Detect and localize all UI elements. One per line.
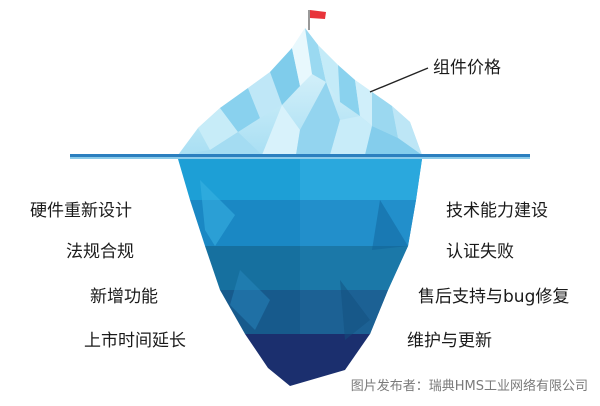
image-credit-caption: 图片发布者：瑞典HMS工业网络有限公司 <box>350 379 588 394</box>
label-time-to-market: 上市时间延长 <box>84 331 186 351</box>
iceberg-underwater <box>178 159 422 386</box>
label-hardware-redesign: 硬件重新设计 <box>30 201 132 221</box>
label-component-price: 组件价格 <box>433 58 501 78</box>
label-new-features: 新增功能 <box>90 287 158 307</box>
water-line <box>70 154 530 159</box>
iceberg-top <box>178 28 422 155</box>
label-certification-failure: 认证失败 <box>446 242 514 262</box>
price-pointer-line <box>369 67 429 93</box>
label-after-sales-support: 售后支持与bug修复 <box>418 287 570 307</box>
label-maintenance-updates: 维护与更新 <box>407 331 492 351</box>
label-regulatory-compliance: 法规合规 <box>66 242 134 262</box>
label-tech-capability: 技术能力建设 <box>446 201 548 221</box>
summit-flag <box>308 10 326 30</box>
